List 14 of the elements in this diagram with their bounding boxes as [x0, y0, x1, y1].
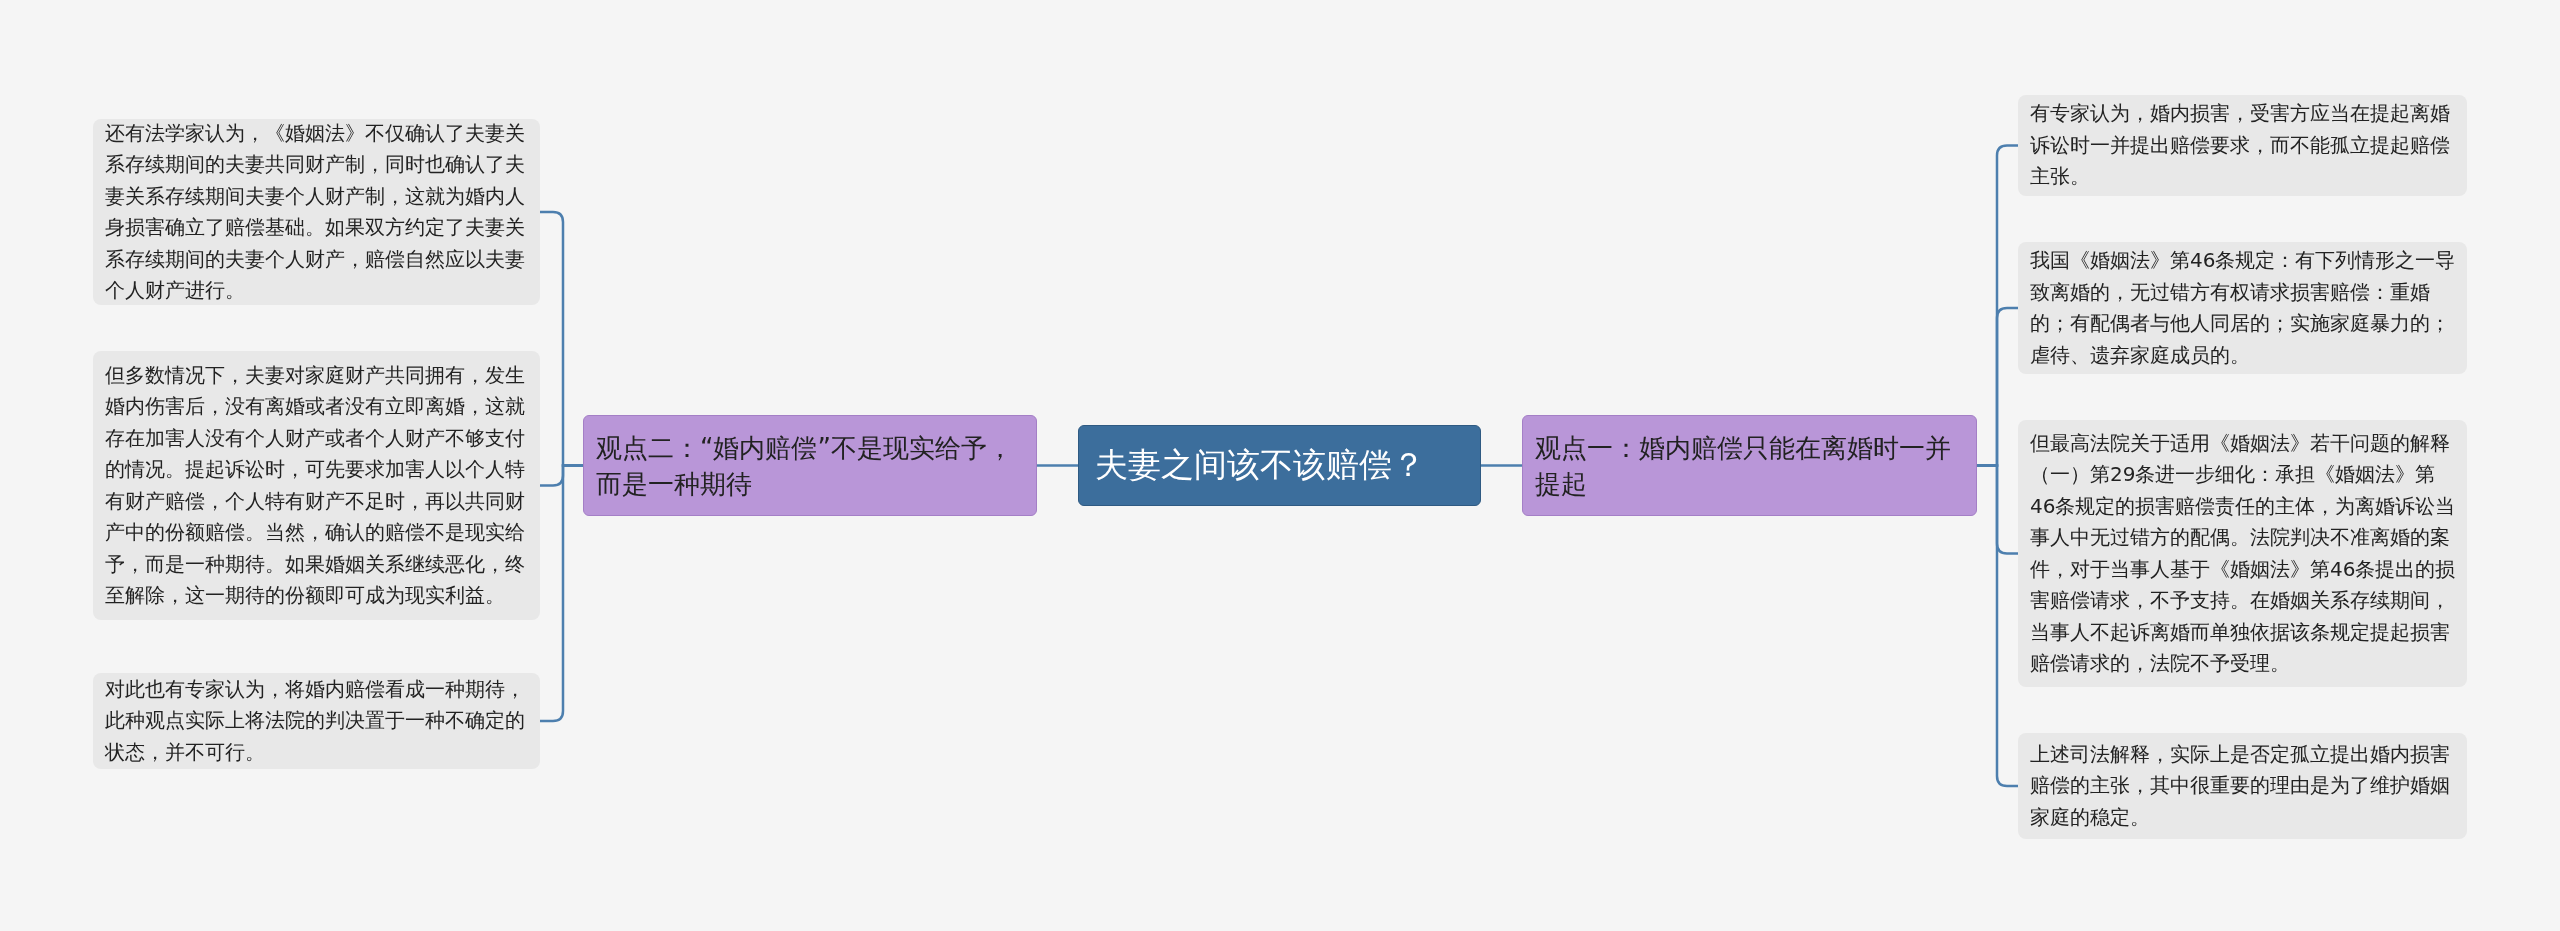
note-box: 还有法学家认为，《婚姻法》不仅确认了夫妻关系存续期间的夫妻共同财产制，同时也确认了夫妻关系存续期间夫妻个人财产制，这就为婚内人身损害确立了赔偿基础。如果双方约定了夫妻关系存续期间的夫妻个人财产，赔偿自然应以夫妻个人财产进行。	[93, 119, 540, 305]
note-box: 有专家认为，婚内损害，受害方应当在提起离婚诉讼时一并提出赔偿要求，而不能孤立提起赔偿主张。	[2018, 95, 2467, 196]
connector	[1977, 464, 2018, 788]
topic-box: 观点一：婚内赔偿只能在离婚时一并提起	[1522, 415, 1977, 516]
note-box: 我国《婚姻法》第46条规定：有下列情形之一导致离婚的，无过错方有权请求损害赔偿：重婚的；有配偶者与他人同居的；实施家庭暴力的；虐待、遗弃家庭成员的。	[2018, 242, 2467, 374]
connector	[540, 464, 583, 723]
topic-box: 观点二：“婚内赔偿”不是现实给予，而是一种期待	[583, 415, 1037, 516]
connector	[1481, 464, 1522, 467]
note-box: 上述司法解释，实际上是否定孤立提出婚内损害赔偿的主张，其中很重要的理由是为了维护婚姻家庭的稳定。	[2018, 733, 2467, 839]
note-box: 对此也有专家认为，将婚内赔偿看成一种期待，此种观点实际上将法院的判决置于一种不确定的状态，并不可行。	[93, 673, 540, 769]
connector	[1037, 464, 1078, 467]
note-box: 但多数情况下，夫妻对家庭财产共同拥有，发生婚内伤害后，没有离婚或者没有立即离婚，这就存在加害人没有个人财产或者个人财产不够支付的情况。提起诉讼时，可先要求加害人以个人特有财产赔偿，个人特有财产不足时，再以共同财产中的份额赔偿。当然，确认的赔偿不是现实给予，而是一种期待。如果婚姻关系继续恶化，终至解除，这一期待的份额即可成为现实利益。	[93, 351, 540, 620]
note-box: 但最高法院关于适用《婚姻法》若干问题的解释（一）第29条进一步细化：承担《婚姻法》第46条规定的损害赔偿责任的主体，为离婚诉讼当事人中无过错方的配偶。法院判决不准离婚的案件，对于当事人基于《婚姻法》第46条提出的损害赔偿请求，不予支持。在婚姻关系存续期间，当事人不起诉离婚而单独依据该条规定提起损害赔偿请求的，法院不予受理。	[2018, 420, 2467, 687]
central-topic-box: 夫妻之间该不该赔偿？	[1078, 425, 1481, 506]
